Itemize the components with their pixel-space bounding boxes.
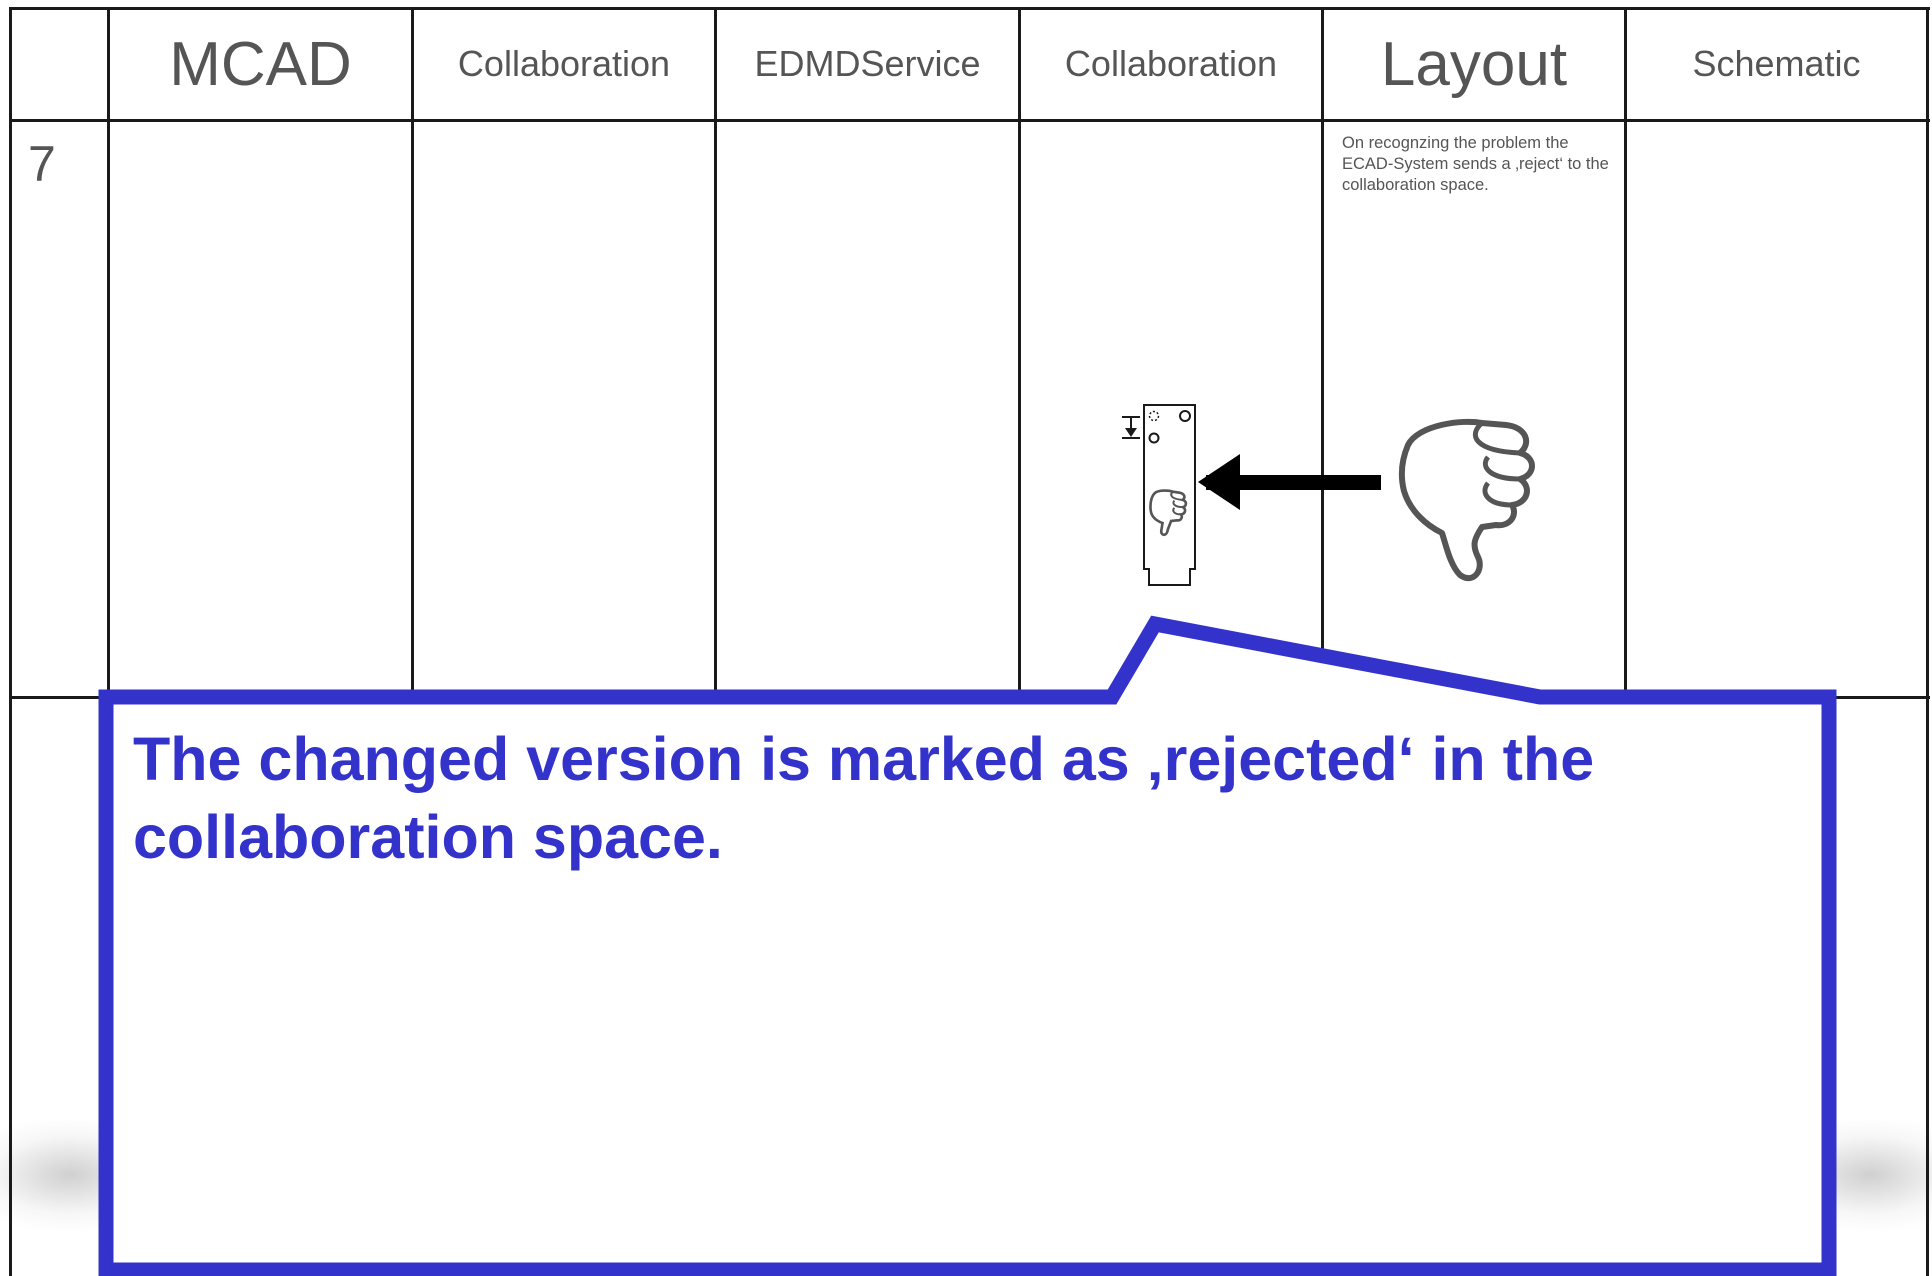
layout-step-note: On recognzing the problem the ECAD-Syste… <box>1342 134 1609 194</box>
column-header-edmdservice: EDMDService <box>754 43 981 84</box>
column-line-6 <box>1624 7 1627 697</box>
table-left-border <box>9 7 12 1276</box>
column-line-3 <box>714 7 717 697</box>
row-number: 7 <box>28 136 56 192</box>
pcb-board-icon <box>1122 404 1196 586</box>
column-line-4 <box>1018 7 1021 697</box>
left-arrow-icon <box>1198 454 1381 510</box>
column-line-1 <box>107 7 110 697</box>
column-line-2 <box>411 7 414 697</box>
column-header-mcad: MCAD <box>169 29 352 99</box>
callout-message: The changed version is marked as ‚reject… <box>133 725 1595 871</box>
column-header-collaboration-2: Collaboration <box>1064 43 1278 84</box>
header-divider <box>9 119 1930 122</box>
column-header-schematic: Schematic <box>1692 43 1861 84</box>
table-top-border <box>9 7 1930 10</box>
column-line-5 <box>1321 7 1324 697</box>
column-header-layout: Layout <box>1380 29 1568 99</box>
thumbs-down-icon <box>1398 418 1535 582</box>
column-header-collaboration-1: Collaboration <box>457 43 671 84</box>
table-right-border <box>1926 7 1929 1276</box>
callout-box <box>98 615 1837 1276</box>
